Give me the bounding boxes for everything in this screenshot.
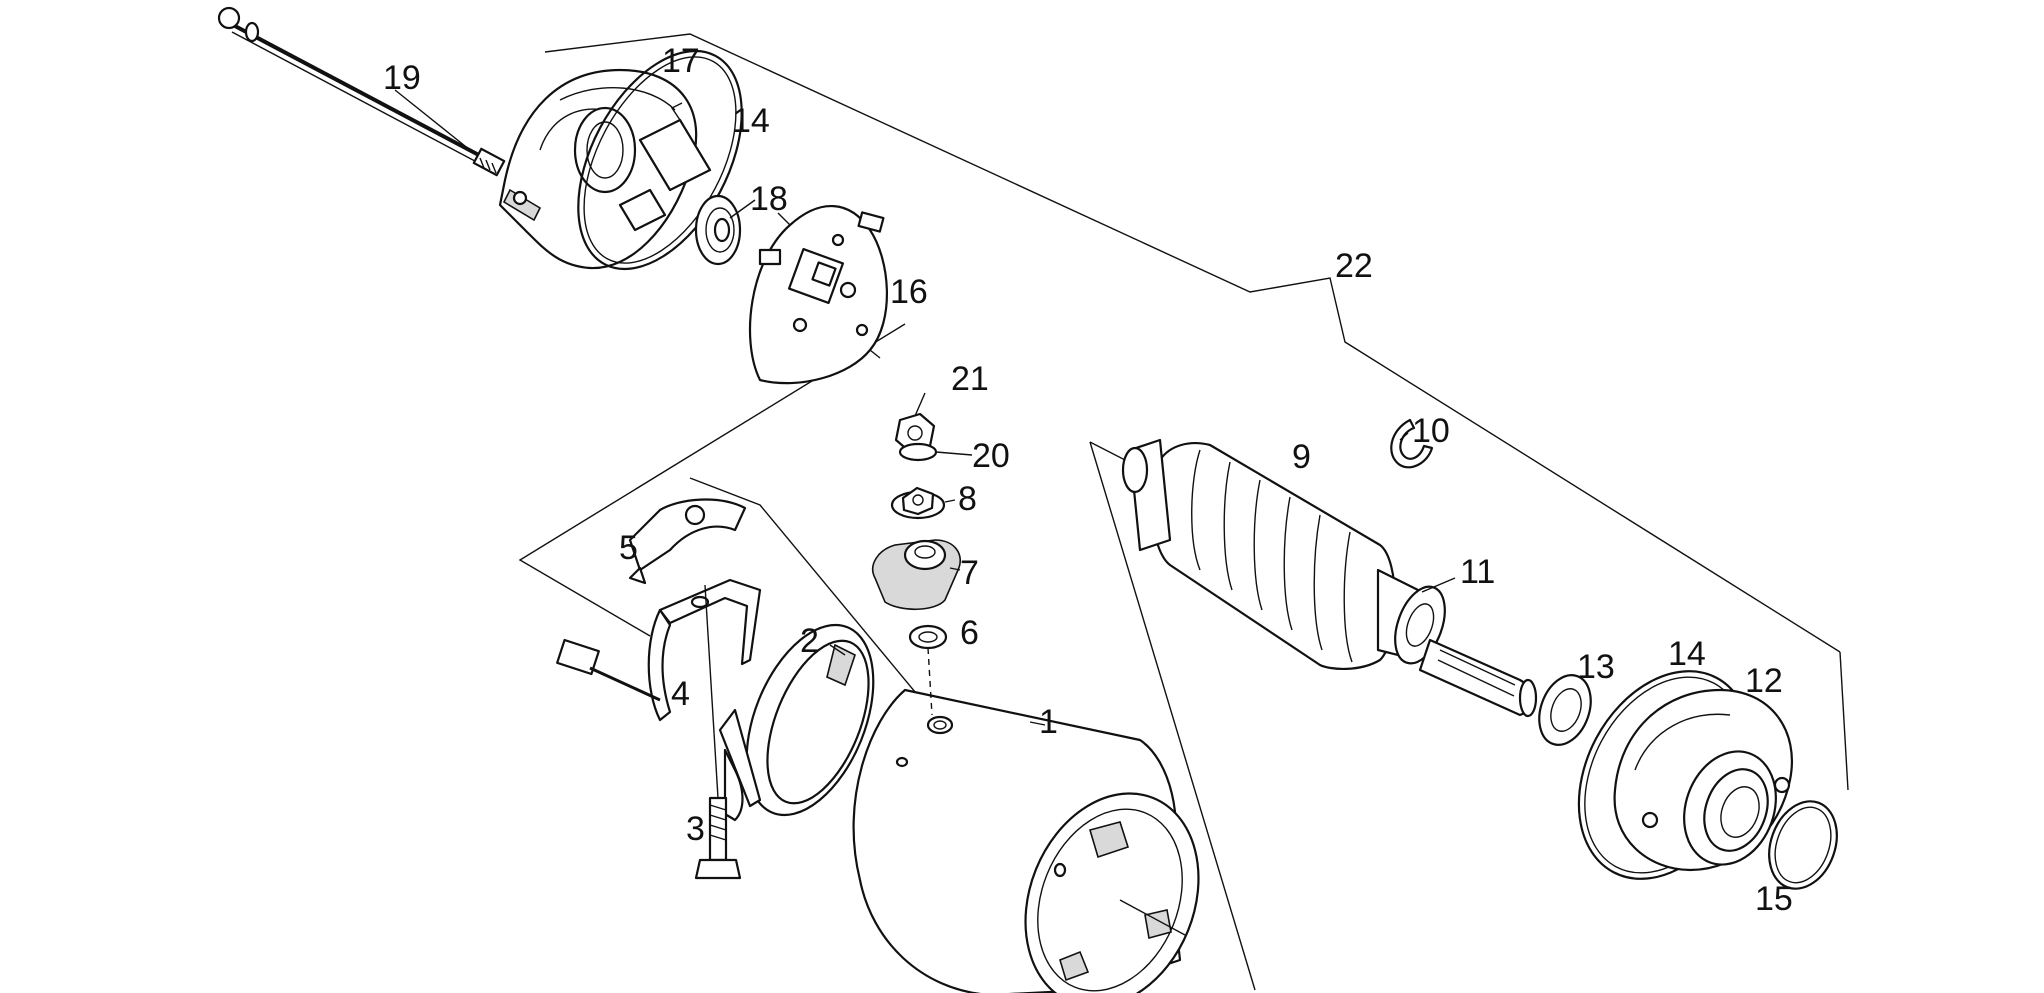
callout-labels: 1 2 3 4 5 6 7 8 9 10 11 12 13 14 14 15 1…	[383, 42, 1793, 918]
bolt-3	[694, 796, 742, 880]
callout-2: 2	[800, 622, 819, 660]
group-bracket-lines	[518, 33, 1849, 991]
callout-12: 12	[1745, 662, 1783, 700]
through-bolt-19	[217, 6, 506, 177]
callout-15: 15	[1755, 880, 1793, 918]
callout-19: 19	[383, 59, 421, 97]
callout-8: 8	[958, 480, 977, 518]
callout-14-upper: 14	[732, 102, 770, 140]
callout-4: 4	[671, 675, 690, 713]
callout-9: 9	[1292, 438, 1311, 476]
bearing-18	[694, 194, 742, 266]
callout-7: 7	[960, 554, 979, 592]
callout-17: 17	[662, 42, 700, 80]
o-ring-15	[1768, 800, 1838, 890]
insulator-7	[871, 539, 961, 611]
callout-14-lower: 14	[1668, 635, 1706, 673]
oil-seal-13	[1538, 674, 1592, 746]
leader-lines	[394, 89, 1456, 726]
washer-20	[898, 442, 938, 462]
front-end-cover-12	[1613, 688, 1793, 872]
o-ring-14-upper	[577, 49, 743, 271]
circlip-10	[1390, 418, 1434, 469]
callout-6: 6	[960, 614, 979, 652]
yoke-ring-2	[718, 623, 875, 817]
callout-16: 16	[890, 273, 928, 311]
washer-6	[908, 624, 948, 650]
callout-13: 13	[1577, 648, 1615, 686]
flange-nut-8	[890, 486, 946, 520]
brush-holder-inner	[618, 102, 712, 232]
yoke-housing-1	[852, 688, 1200, 993]
terminal-strap-5	[628, 498, 747, 585]
brush-plate-16	[748, 204, 888, 385]
callout-18: 18	[750, 180, 788, 218]
callout-3: 3	[686, 810, 705, 848]
callout-10: 10	[1412, 412, 1450, 450]
callout-21: 21	[951, 360, 989, 398]
callout-11: 11	[1460, 553, 1495, 591]
brush-bracket-4	[556, 578, 762, 822]
callout-1: 1	[1039, 703, 1058, 741]
callout-22: 22	[1335, 247, 1373, 285]
callout-5: 5	[619, 529, 638, 567]
callout-20: 20	[972, 437, 1010, 475]
